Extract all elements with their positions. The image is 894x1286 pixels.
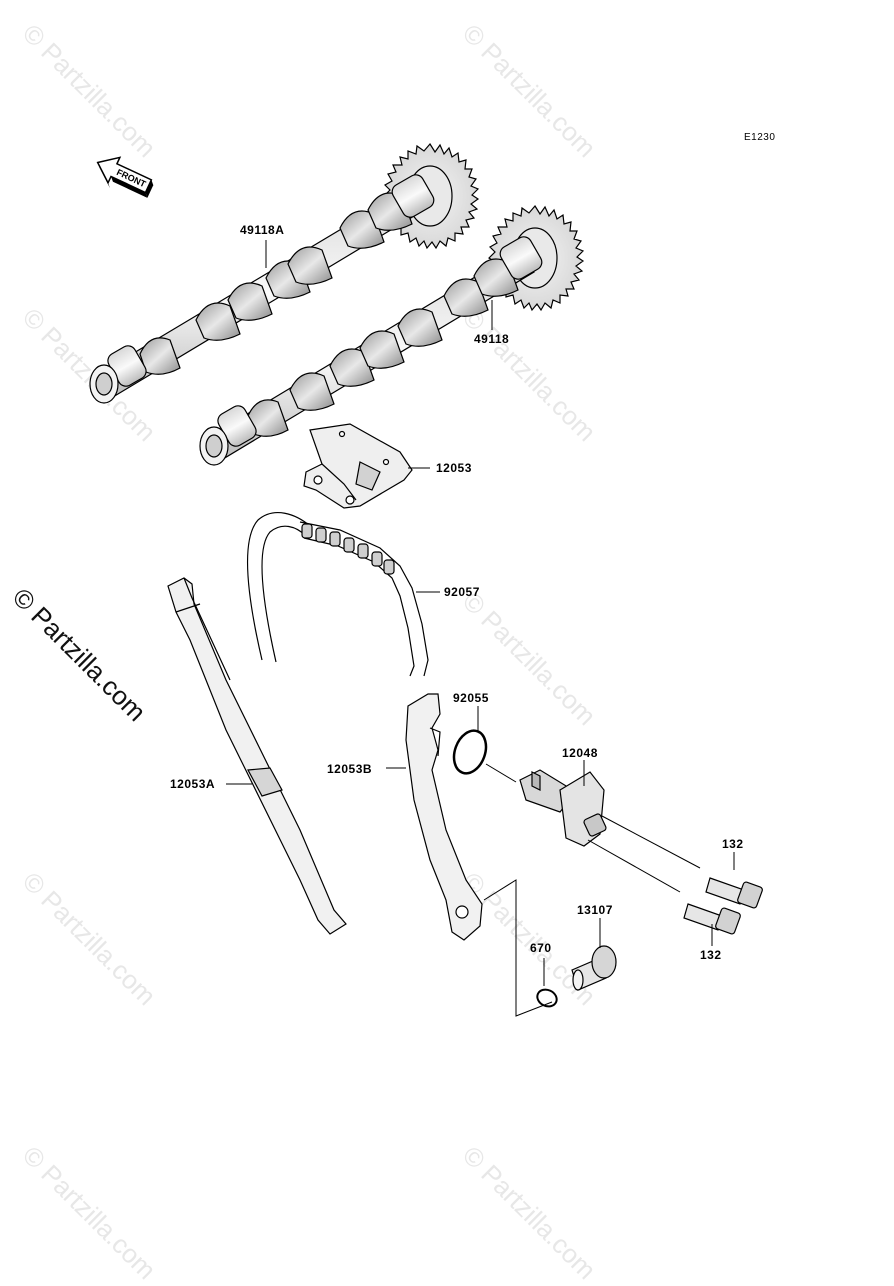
part-label-49118[interactable]: 49118: [474, 332, 510, 346]
camshaft-49118a: [90, 144, 478, 403]
chain-guide-12053: [304, 424, 412, 508]
camshaft-49118: [200, 206, 583, 465]
cam-chain-92057: [248, 513, 428, 676]
plug-13107: [572, 946, 616, 990]
part-label-12048[interactable]: 12048: [562, 746, 598, 760]
leader-lines: [226, 240, 734, 1016]
front-arrow-icon: FRONT: [90, 150, 154, 198]
parts-diagram: FRONT: [0, 0, 894, 1170]
diagram-ref: E1230: [744, 132, 776, 143]
part-label-92057[interactable]: 92057: [444, 585, 480, 599]
part-label-132[interactable]: 132: [700, 948, 722, 962]
o-ring-670: [535, 987, 560, 1010]
part-label-13107[interactable]: 13107: [577, 903, 613, 917]
part-label-49118a[interactable]: 49118A: [240, 223, 285, 237]
bolt-132: [706, 878, 763, 909]
part-label-12053a[interactable]: 12053A: [170, 777, 216, 791]
bolt-132: [684, 904, 741, 935]
part-label-92055[interactable]: 92055: [453, 691, 489, 705]
chain-guide-12053a: [168, 578, 346, 934]
o-ring-92055: [448, 726, 491, 778]
chain-guide-12053b: [406, 694, 482, 940]
part-label-12053b[interactable]: 12053B: [327, 762, 373, 776]
tensioner-12048: [520, 770, 607, 846]
part-label-12053[interactable]: 12053: [436, 461, 472, 475]
part-label-132[interactable]: 132: [722, 837, 744, 851]
part-label-670[interactable]: 670: [530, 941, 552, 955]
